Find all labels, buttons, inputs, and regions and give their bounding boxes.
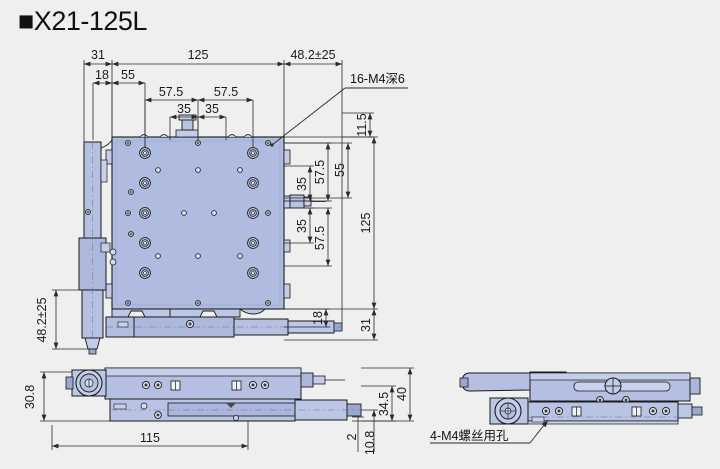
dim-30-8: 30.8	[23, 385, 37, 409]
dim-35-left: 35	[177, 102, 191, 116]
dim-34-5: 34.5	[377, 392, 391, 416]
page-title: ■X21-125L	[18, 6, 147, 36]
dim-55: 55	[121, 68, 135, 82]
dim-18-v: 18	[311, 311, 325, 325]
front-view-dimensions	[40, 371, 249, 450]
tapped-hole-leader	[270, 87, 408, 147]
side-view-geometry	[459, 371, 703, 425]
dim-57-5-lower: 57.5	[313, 226, 327, 250]
dim-57-5-right: 57.5	[214, 85, 238, 99]
top-view-geometry	[78, 114, 343, 355]
dim-48-2: 48.2±25	[290, 48, 335, 62]
front-view-geometry	[65, 367, 362, 422]
dim-18: 18	[95, 68, 109, 82]
front-view-right-dimensions	[352, 367, 414, 452]
dim-57-5-left: 57.5	[159, 85, 183, 99]
dim-2: 2	[345, 433, 359, 440]
dim-57-5-upper: 57.5	[313, 160, 327, 184]
annotation-16-m4: 16-M4深6	[350, 72, 405, 86]
dim-11-5: 11.5	[355, 113, 369, 136]
dim-125: 125	[188, 48, 209, 62]
dim-40: 40	[395, 387, 409, 401]
dim-31: 31	[91, 48, 105, 62]
dim-48-2-vertical: 48.2±25	[35, 297, 49, 342]
dim-55-v: 55	[333, 163, 347, 177]
dim-10-8: 10.8	[363, 431, 377, 455]
top-dimensions-horizontal	[83, 60, 343, 330]
screw-hole-leader	[430, 419, 549, 444]
dim-125-v: 125	[359, 213, 373, 234]
left-vertical-dimension	[52, 289, 88, 350]
dim-35-right: 35	[205, 102, 219, 116]
dim-115: 115	[140, 431, 160, 445]
dim-35-upper: 35	[295, 177, 309, 191]
dim-35-lower: 35	[295, 219, 309, 233]
annotation-4-m4: 4-M4螺丝用孔	[430, 429, 509, 443]
top-dimensions-vertical	[284, 112, 378, 341]
dim-31-v: 31	[359, 318, 373, 332]
